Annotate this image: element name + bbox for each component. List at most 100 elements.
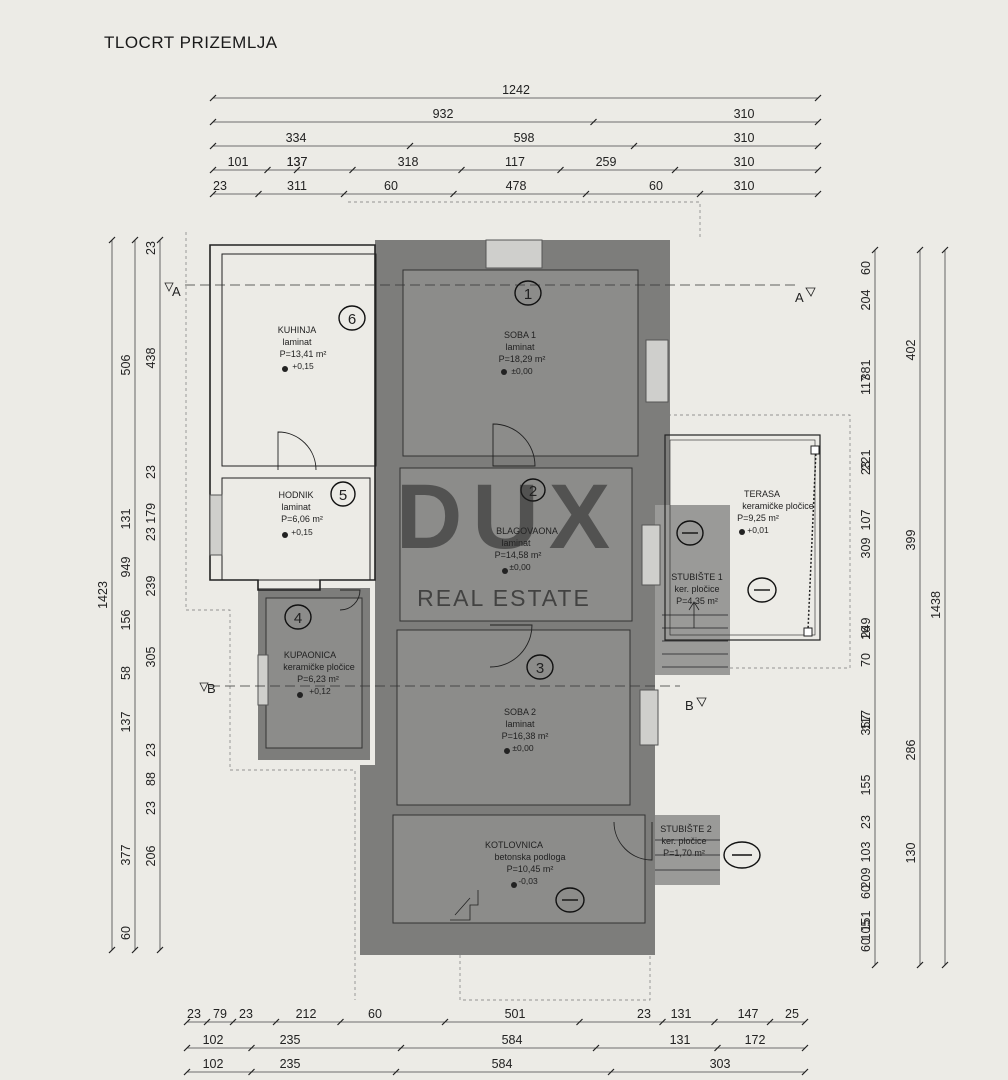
dimension-tick — [801, 1018, 809, 1026]
dimension-tick — [592, 1044, 600, 1052]
dimension-label: 23 179 — [144, 503, 158, 541]
dimension-tick — [209, 94, 217, 102]
dimension-label: 212 — [296, 1007, 317, 1021]
site-outline — [185, 201, 851, 1001]
dimension-tick — [183, 1018, 191, 1026]
room-stubiste-2: STUBIŠTE 2 ker. pločice P=1,70 m² — [660, 824, 712, 858]
dimension-tick — [255, 190, 262, 198]
dimension-label: 16 — [859, 626, 873, 640]
dimension-label: 23 — [144, 801, 158, 815]
dimension-label: 23 — [187, 1007, 201, 1021]
dimension-tick — [183, 1044, 191, 1052]
room-blagovaona: BLAGOVAONA laminat P=14,58 m² ±0,00 — [495, 526, 558, 572]
dimension-label: 88 — [144, 772, 158, 786]
dimension-tick — [576, 1018, 583, 1026]
svg-text:KUHINJA: KUHINJA — [278, 325, 317, 335]
dimension-tick — [801, 1068, 809, 1076]
dimension-label: 310 — [734, 107, 755, 121]
dimension-tick — [209, 190, 217, 198]
dimension-label: 209 — [859, 868, 873, 889]
dimension-tick — [229, 1018, 237, 1026]
room-kupaonica: KUPAONICA keramičke pločice P=6,23 m² +0… — [283, 650, 355, 696]
dimension-tick — [131, 236, 139, 244]
svg-text:SOBA 1: SOBA 1 — [504, 330, 536, 340]
watermark-brand: DUX — [396, 466, 620, 568]
dimension-label: 105 — [859, 920, 873, 941]
dimension-label: 235 — [280, 1057, 301, 1071]
dimension-tick — [766, 1018, 774, 1026]
dimension-label: 305 — [144, 647, 158, 668]
dimension-tick — [630, 142, 638, 150]
svg-text:STUBIŠTE 2: STUBIŠTE 2 — [660, 824, 712, 834]
dimension-tick — [450, 190, 457, 198]
svg-text:P=6,06 m²: P=6,06 m² — [281, 514, 323, 524]
dimension-label: 131 — [671, 1007, 692, 1021]
dimension-label: 25 — [785, 1007, 799, 1021]
svg-text:+0,15: +0,15 — [291, 527, 313, 537]
dimension-label: 239 — [144, 576, 158, 597]
dimension-label: 156 — [119, 610, 133, 631]
svg-text:KOTLOVNICA: KOTLOVNICA — [485, 840, 543, 850]
dimension-label: 23 — [144, 241, 158, 255]
svg-text:SOBA 2: SOBA 2 — [504, 707, 536, 717]
dimension-label: 381 — [859, 360, 873, 381]
dimension-tick — [392, 1068, 400, 1076]
section-markers: A A B B — [164, 282, 816, 713]
dimension-tick — [131, 946, 139, 954]
dimension-tick — [814, 142, 822, 150]
watermark-tagline: REAL ESTATE — [417, 585, 591, 611]
svg-text:±0,00: ±0,00 — [511, 366, 532, 376]
dimension-tick — [209, 166, 217, 174]
dimension-tick — [814, 190, 822, 198]
svg-text:KUPAONICA: KUPAONICA — [284, 650, 336, 660]
dimension-tick — [209, 142, 217, 150]
dimension-tick — [871, 246, 879, 254]
dimension-label: 1438 — [929, 591, 943, 619]
dimension-tick — [916, 961, 924, 969]
svg-text:P=4,35 m²: P=4,35 m² — [676, 596, 718, 606]
svg-text:laminat: laminat — [282, 337, 312, 347]
dimension-label: 131 — [670, 1033, 691, 1047]
room-numbers — [284, 280, 777, 913]
dimension-label: 23 — [144, 743, 158, 757]
svg-text:5: 5 — [339, 487, 347, 504]
dimension-label: 206 — [144, 846, 158, 867]
svg-text:ker. pločice: ker. pločice — [674, 584, 719, 594]
dimension-tick — [916, 246, 924, 254]
dimension-tick — [340, 190, 348, 198]
dimension-label: 584 — [502, 1033, 523, 1047]
dimension-tick — [590, 118, 597, 126]
dimension-label: 399 — [904, 530, 918, 551]
doors — [277, 423, 653, 861]
section-a-left: A — [172, 284, 181, 299]
light-rooms — [209, 244, 377, 591]
dimension-tick — [156, 946, 164, 954]
dimension-label: 117 — [859, 375, 873, 395]
svg-text:P=13,41 m²: P=13,41 m² — [280, 349, 327, 359]
dimension-label: 377 — [119, 845, 133, 866]
dimension-tick — [941, 246, 949, 254]
dimension-tick — [871, 961, 879, 969]
dimension-label: 598 — [514, 131, 535, 145]
svg-text:±0,00: ±0,00 — [509, 562, 530, 572]
dimension-tick — [108, 236, 116, 244]
dimension-label: 58 — [119, 666, 133, 680]
dimension-label: 60 — [119, 926, 133, 940]
dimension-tick — [248, 1068, 255, 1076]
dimension-label: 102 — [203, 1057, 224, 1071]
room-labels: KUHINJA laminat P=13,41 m² +0,15 SOBA 1 … — [278, 325, 814, 886]
dimension-tick — [108, 946, 116, 954]
dimension-label: 23 — [213, 179, 227, 193]
svg-text:1: 1 — [524, 286, 532, 303]
dimension-label: 60 — [649, 179, 663, 193]
dimension-label: 117 — [859, 710, 873, 730]
windows — [209, 239, 669, 746]
section-a-right: A — [795, 290, 804, 305]
unnumbered-marks — [562, 532, 770, 901]
svg-text:+0,12: +0,12 — [309, 686, 331, 696]
section-lines — [185, 284, 800, 687]
dimension-label: 1242 — [502, 83, 530, 97]
dimension-tick — [293, 166, 301, 174]
dimension-tick — [814, 118, 822, 126]
